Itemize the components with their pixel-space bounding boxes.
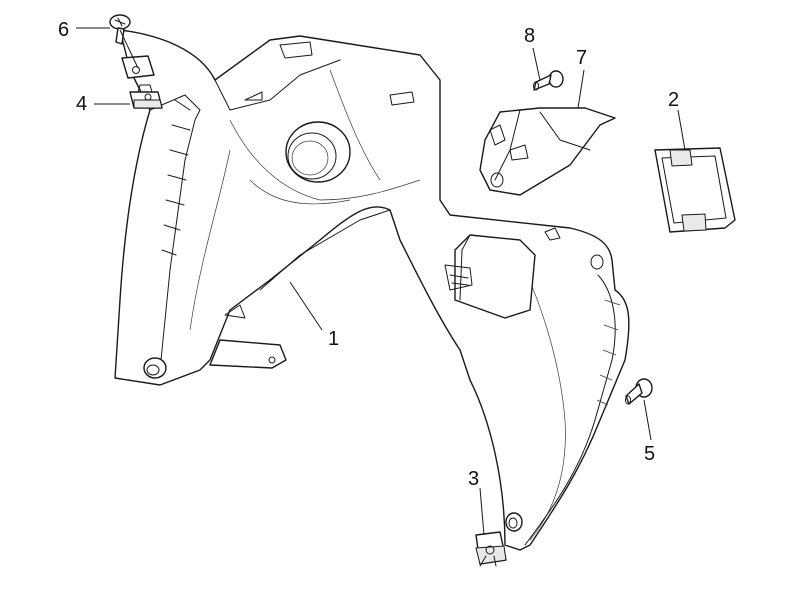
leader-7 [577,69,585,109]
screw-part-6 [109,14,131,45]
leader-8 [532,47,541,81]
inner-shield-panel [114,29,630,551]
leader-1 [289,281,323,331]
leader-6b [119,29,139,69]
clip-nut-part-4 [129,84,163,109]
leader-2 [677,109,686,151]
clip-nut-part-3 [475,531,507,567]
callout-3: 3 [468,468,479,490]
callout-labels: 1 2 3 4 5 6 7 8 [58,19,679,490]
callout-2: 2 [668,89,679,111]
callout-1: 1 [328,328,339,350]
bracket-cover-part [479,107,616,196]
callout-6: 6 [58,19,69,41]
callout-4: 4 [76,93,87,115]
leader-lines [76,27,686,536]
connector-block [444,234,536,319]
leader-5 [643,399,652,441]
screw-part-8 [533,70,564,91]
callout-8: 8 [524,25,535,47]
rectangular-frame-part [654,147,736,233]
callout-5: 5 [644,443,655,465]
callout-7: 7 [576,47,587,69]
screw-part-5 [625,378,653,405]
leader-3 [479,487,485,536]
